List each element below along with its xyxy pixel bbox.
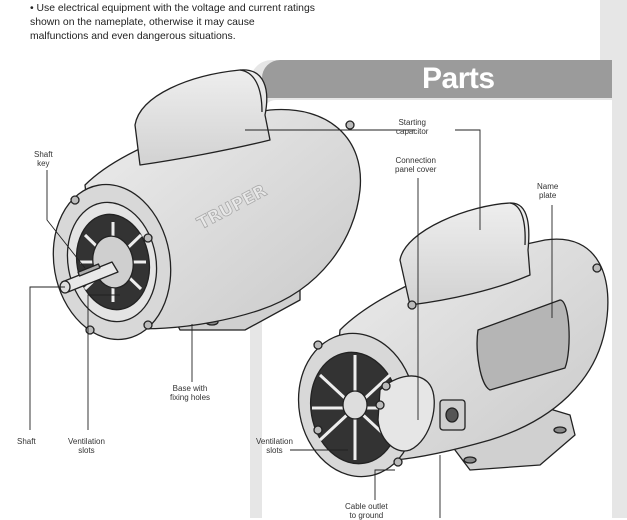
label-connection-panel-cover: Connection panel cover xyxy=(395,156,436,174)
label-shaft-key: Shaft key xyxy=(34,150,53,168)
label-starting-capacitor: Starting capacitor xyxy=(396,118,428,136)
label-ventilation-slots-right: Ventilation slots xyxy=(256,437,293,455)
left-motor xyxy=(41,70,360,349)
label-cable-outlet: Cable outlet to ground xyxy=(345,502,388,520)
left-rear-screw xyxy=(346,121,354,129)
label-base-fixing-holes: Base with fixing holes xyxy=(170,384,210,402)
label-ventilation-slots-left: Ventilation slots xyxy=(68,437,105,455)
label-name-plate: Name plate xyxy=(537,182,558,200)
label-shaft: Shaft xyxy=(17,437,36,446)
